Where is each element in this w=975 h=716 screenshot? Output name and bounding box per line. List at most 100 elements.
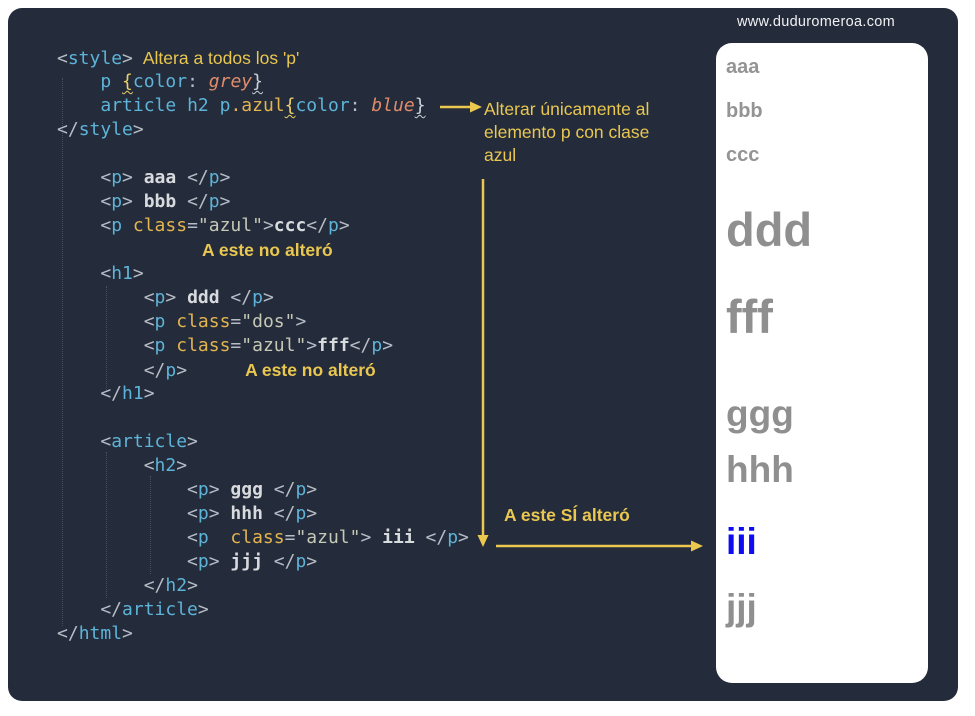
code-token: >: [382, 335, 394, 356]
code-token: [57, 71, 100, 92]
code-token: >: [208, 503, 231, 524]
annotation-selector-note: Alterar únicamente al elemento p con cla…: [484, 99, 650, 165]
code-token: <: [57, 503, 198, 524]
code-token: bbb: [143, 191, 177, 212]
indent-guide: [106, 452, 107, 598]
code-token: >: [143, 383, 155, 404]
code-annotation: A este no alteró: [202, 240, 333, 260]
code-line: <p> aaa </p>: [57, 166, 469, 190]
code-line: <article>: [57, 430, 469, 454]
code-line: </h2>: [57, 574, 469, 598]
code-token: [165, 335, 176, 356]
preview-text-jjj: jjj: [726, 587, 757, 628]
preview-text-hhh: hhh: [726, 449, 794, 490]
code-token: =: [230, 335, 242, 356]
code-token: p: [154, 335, 166, 356]
code-token: </: [414, 527, 448, 548]
code-block: <style>Altera a todos los 'p' p {color: …: [57, 46, 469, 646]
code-token: </: [57, 599, 123, 620]
code-token: <: [57, 551, 198, 572]
code-token: <: [57, 527, 198, 548]
code-token: "dos": [241, 311, 296, 332]
code-token: color: [132, 71, 188, 92]
code-token: p: [327, 215, 339, 236]
code-token: p: [219, 95, 231, 116]
code-token: h1: [111, 263, 133, 284]
code-token: iii: [382, 527, 415, 548]
code-token: <: [57, 167, 112, 188]
code-token: "azul": [241, 335, 307, 356]
code-token: p: [111, 167, 123, 188]
annotation-si-altero: A este SÍ alteró: [504, 505, 630, 525]
code-token: <: [57, 431, 112, 452]
code-token: h2: [154, 455, 177, 476]
code-token: fff: [317, 335, 350, 356]
code-token: </: [57, 383, 123, 404]
code-line: <p> ddd </p>: [57, 286, 469, 310]
code-token: <: [57, 48, 68, 69]
preview-text-bbb: bbb: [726, 100, 763, 122]
code-token: <: [57, 263, 112, 284]
code-token: <: [57, 311, 155, 332]
code-line: </article>: [57, 598, 469, 622]
code-token: p: [295, 551, 307, 572]
code-token: p: [208, 167, 220, 188]
code-token: p: [197, 503, 209, 524]
code-token: >: [176, 455, 188, 476]
code-token: >: [338, 215, 350, 236]
code-token: >: [122, 48, 133, 69]
code-token: p: [295, 503, 307, 524]
code-token: "azul": [295, 527, 361, 548]
code-token: [165, 311, 176, 332]
code-token: class: [230, 527, 285, 548]
code-token: >: [295, 311, 307, 332]
code-token: >: [219, 167, 231, 188]
code-token: >: [360, 527, 383, 548]
code-annotation: A este no alteró: [245, 360, 376, 380]
code-token: >: [122, 167, 144, 188]
code-token: <: [57, 455, 155, 476]
code-token: p: [100, 71, 112, 92]
code-token: p: [111, 215, 123, 236]
code-token: .azul: [230, 95, 285, 116]
preview-text-iii: iii: [726, 521, 757, 562]
code-token: >: [208, 551, 231, 572]
code-line: <p> ggg </p>: [57, 478, 469, 502]
code-token: >: [197, 599, 209, 620]
code-token: </: [349, 335, 372, 356]
code-token: =: [284, 527, 296, 548]
code-token: class: [132, 215, 188, 236]
preview-text-ddd: ddd: [726, 203, 813, 256]
code-token: blue: [371, 95, 415, 116]
code-line: A este no alteró: [57, 238, 469, 262]
code-token: </: [57, 119, 79, 140]
code-token: >: [122, 191, 144, 212]
code-token: >: [208, 479, 231, 500]
code-token: hhh: [230, 503, 263, 524]
code-token: =: [187, 215, 198, 236]
indent-guide: [150, 476, 151, 574]
code-line: <h2>: [57, 454, 469, 478]
code-annotation: Altera a todos los 'p': [142, 48, 300, 68]
preview-text-ccc: ccc: [726, 144, 760, 166]
code-token: >: [176, 360, 188, 381]
code-line: <style> Altera a todos los 'p': [57, 46, 469, 70]
code-token: style: [67, 48, 123, 69]
code-token: aaa: [143, 167, 177, 188]
indent-guide: [106, 286, 107, 392]
code-token: p: [208, 191, 220, 212]
code-line-blank: [57, 142, 469, 166]
code-token: [209, 527, 231, 548]
code-token: p: [154, 311, 166, 332]
code-token: >: [165, 287, 188, 308]
code-token: >: [306, 503, 318, 524]
code-line-blank: [57, 406, 469, 430]
code-token: [209, 95, 220, 116]
code-token: >: [458, 527, 469, 548]
code-token: >: [219, 191, 231, 212]
code-token: "azul": [197, 215, 263, 236]
code-token: grey: [208, 71, 253, 92]
indent-guide: [62, 78, 63, 626]
